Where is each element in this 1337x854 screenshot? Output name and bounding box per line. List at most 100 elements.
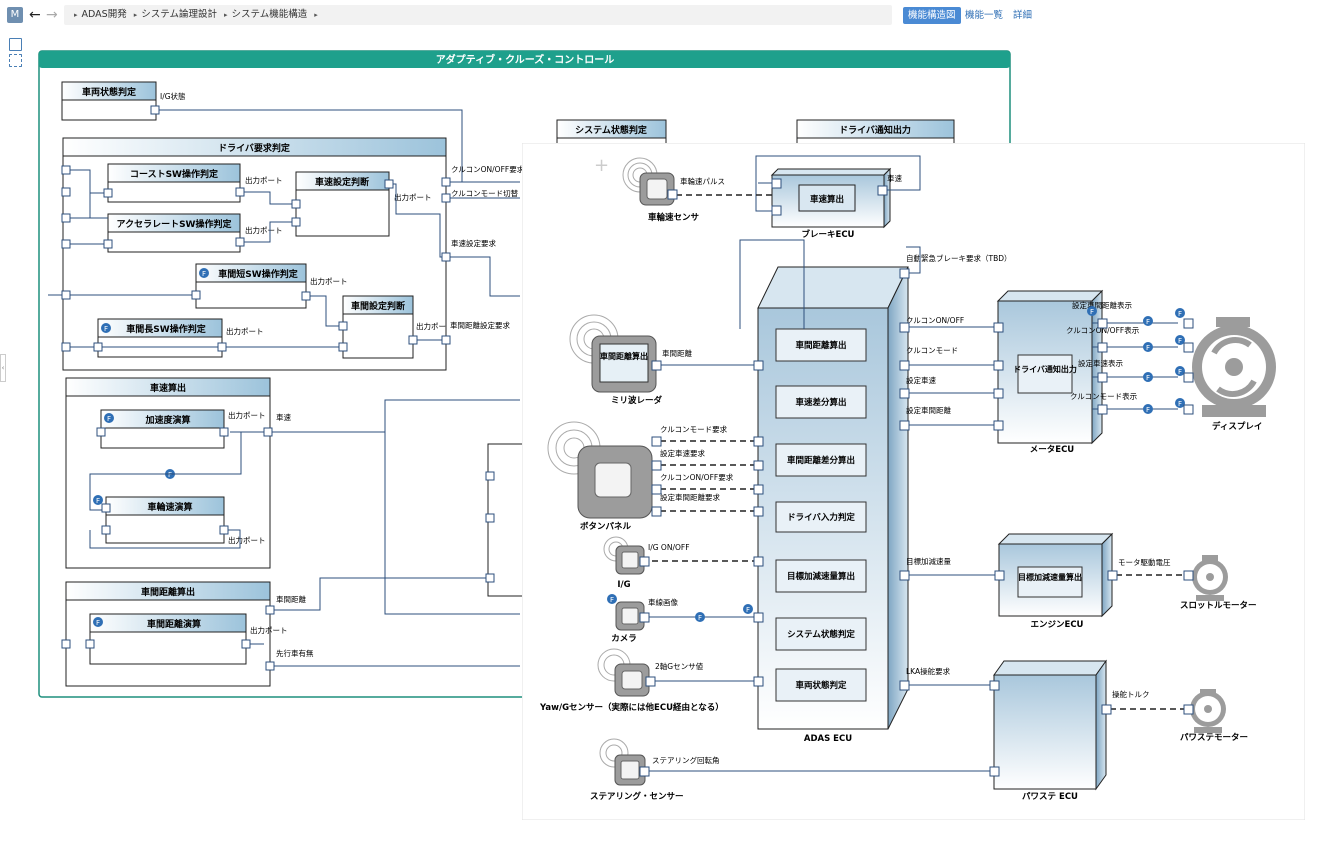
ecu-architecture-diagram: + 車輪速センサ 車輪速パルス 車速算出 ブレーキECU 車速 車間距離算出 ミ… bbox=[522, 143, 1305, 820]
block-system-state[interactable]: システム状態判定 bbox=[575, 124, 648, 136]
label-cruise-onoff-req: クルコンON/OFF要求 bbox=[660, 472, 734, 482]
tab-function-structure[interactable]: 機能構造図 bbox=[903, 7, 961, 24]
function-target-accel[interactable]: 目標加減速量算出 bbox=[1018, 572, 1082, 582]
breadcrumb-item[interactable]: ADAS開発 bbox=[81, 9, 127, 20]
breadcrumb-item[interactable]: システム機能構造 bbox=[231, 9, 308, 20]
label-wheel-pulse: 車輪速パルス bbox=[680, 176, 725, 186]
diagram-view-icon[interactable] bbox=[9, 38, 22, 51]
label-cruise-mode-req: クルコンモード要求 bbox=[660, 424, 728, 434]
function-gap-calc[interactable]: 車間距離算出 bbox=[600, 351, 648, 361]
breadcrumb-chevron-icon: ▸ bbox=[133, 11, 138, 19]
block-gap-dist-calc[interactable]: 車間距離算出 bbox=[141, 586, 195, 598]
component-ps-motor[interactable]: パワステモーター bbox=[1180, 732, 1248, 743]
block-gap-long-sw[interactable]: 車間長SW操作判定 bbox=[126, 323, 206, 335]
component-adas-ecu[interactable]: ADAS ECU bbox=[804, 734, 852, 744]
label-out-port: 出力ポート bbox=[394, 192, 432, 202]
f-badge-icon: F bbox=[610, 596, 614, 604]
breadcrumb-chevron-icon: ▸ bbox=[74, 11, 78, 19]
f-badge-icon: F bbox=[698, 614, 702, 622]
adas-function-item[interactable]: 車両状態判定 bbox=[795, 680, 847, 691]
label-target-accel: 目標加減速量 bbox=[906, 556, 951, 566]
component-icon[interactable] bbox=[9, 54, 22, 67]
label-out-port: 出力ポート bbox=[228, 535, 266, 545]
label-ig-state: I/G状態 bbox=[160, 91, 186, 101]
label-out-port: 出力ポート bbox=[226, 326, 264, 336]
tab-detail[interactable]: 詳細 bbox=[1013, 10, 1033, 21]
label-out-port: 出力ポート bbox=[250, 625, 288, 635]
adas-function-item[interactable]: 車間距離差分算出 bbox=[787, 455, 855, 466]
adas-function-item[interactable]: システム状態判定 bbox=[787, 629, 855, 640]
label-set-speed-disp: 設定車速表示 bbox=[1078, 358, 1123, 368]
tab-function-list[interactable]: 機能一覧 bbox=[965, 10, 1004, 21]
label-two-axis-g: 2軸Gセンサ値 bbox=[655, 661, 704, 671]
block-gap-dist-op[interactable]: 車間距離演算 bbox=[147, 618, 201, 630]
block-driver-request[interactable]: ドライバ要求判定 bbox=[218, 142, 291, 154]
label-cruise-mode-switch: クルコンモード切替 bbox=[451, 188, 519, 198]
block-gap-short-sw[interactable]: 車間短SW操作判定 bbox=[218, 268, 298, 280]
label-set-gap: 設定車間距離 bbox=[906, 405, 951, 415]
component-ig[interactable]: I/G bbox=[617, 580, 630, 590]
f-badge-icon: F bbox=[1146, 344, 1150, 352]
component-brake-ecu[interactable]: ブレーキECU bbox=[802, 229, 855, 240]
component-wheel-sensor[interactable]: 車輪速センサ bbox=[648, 212, 700, 223]
label-gap-distance: 車間距離 bbox=[276, 594, 306, 604]
label-speed-set-req: 車速設定要求 bbox=[451, 238, 496, 248]
block-gap-set[interactable]: 車間設定判断 bbox=[351, 300, 405, 312]
app-menu-button[interactable]: M bbox=[7, 7, 23, 23]
block-accel-sw[interactable]: アクセラレートSW操作判定 bbox=[117, 218, 233, 230]
motor-icon bbox=[1192, 555, 1228, 601]
f-badge-icon: F bbox=[1090, 308, 1094, 316]
block-speed-calc[interactable]: 車速算出 bbox=[150, 382, 186, 394]
f-badge-icon: F bbox=[1146, 374, 1150, 382]
f-badge-icon: F bbox=[202, 270, 206, 278]
block-vehicle-state[interactable]: 車両状態判定 bbox=[82, 86, 137, 98]
block-accel-calc[interactable]: 加速度演算 bbox=[144, 414, 190, 426]
component-ps-ecu[interactable]: パワステ ECU bbox=[1022, 791, 1078, 802]
label-out-port: 出力ポー bbox=[416, 321, 446, 331]
breadcrumb-item[interactable]: システム論理設計 bbox=[141, 9, 217, 20]
panel-collapse-handle[interactable]: ‹ bbox=[0, 354, 6, 382]
f-badge-icon: F bbox=[1146, 318, 1150, 326]
forward-arrow-icon[interactable]: → bbox=[46, 7, 58, 23]
f-badge-icon: F bbox=[1146, 406, 1150, 414]
component-steering-sensor[interactable]: ステアリング・センサー bbox=[590, 791, 684, 802]
label-speed: 車速 bbox=[276, 412, 291, 422]
label-cruise-onoff: クルコンON/OFF bbox=[906, 316, 964, 325]
adas-function-item[interactable]: 目標加減速量算出 bbox=[787, 571, 855, 582]
add-icon[interactable]: + bbox=[594, 155, 609, 176]
function-driver-notify[interactable]: ドライバ通知出力 bbox=[1013, 364, 1077, 374]
label-cruise-mode-disp: クルコンモード表示 bbox=[1070, 391, 1138, 401]
label-set-speed: 設定車速 bbox=[906, 375, 936, 385]
block-driver-notify[interactable]: ドライバ通知出力 bbox=[839, 124, 911, 136]
f-badge-icon: F bbox=[1178, 337, 1182, 345]
label-gap-set-req: 車間距離設定要求 bbox=[450, 320, 510, 330]
label-speed: 車速 bbox=[887, 173, 902, 183]
function-speed-calc[interactable]: 車速算出 bbox=[810, 194, 844, 205]
label-motor-voltage: モータ駆動電圧 bbox=[1118, 558, 1171, 567]
back-arrow-icon[interactable]: ← bbox=[29, 7, 41, 23]
label-set-speed-req: 設定車速要求 bbox=[660, 448, 705, 458]
adas-function-item[interactable]: ドライバ入力判定 bbox=[787, 512, 855, 523]
f-badge-icon: F bbox=[96, 497, 100, 505]
component-yaw-sensor[interactable]: Yaw/Gセンサー（実際には他ECU経由となる） bbox=[539, 702, 724, 713]
component-button-panel[interactable]: ボタンパネル bbox=[580, 521, 632, 532]
adas-function-item[interactable]: 車速差分算出 bbox=[795, 397, 846, 408]
component-meter-ecu[interactable]: メータECU bbox=[1030, 444, 1075, 455]
label-set-gap-disp: 設定車間距離表示 bbox=[1072, 300, 1132, 310]
left-toolbar bbox=[0, 30, 30, 854]
acc-frame-title: アダプティブ・クルーズ・コントロール bbox=[436, 53, 615, 66]
label-lane-image: 車線画像 bbox=[648, 597, 678, 607]
block-coast-sw[interactable]: コーストSW操作判定 bbox=[130, 168, 219, 180]
block-wheel-speed-calc[interactable]: 車輪速演算 bbox=[147, 501, 192, 513]
adas-function-item[interactable]: 車間距離算出 bbox=[795, 340, 846, 351]
f-badge-icon: F bbox=[96, 619, 100, 627]
component-throttle-motor[interactable]: スロットルモーター bbox=[1180, 600, 1257, 611]
breadcrumb: ▸ADAS開発 ▸システム論理設計 ▸システム機能構造 ▸ bbox=[64, 5, 892, 25]
component-camera[interactable]: カメラ bbox=[611, 634, 637, 644]
f-badge-icon: F bbox=[107, 415, 111, 423]
block-speed-set[interactable]: 車速設定判断 bbox=[315, 176, 369, 188]
component-display[interactable]: ディスプレイ bbox=[1212, 421, 1262, 432]
component-mm-radar[interactable]: ミリ波レーダ bbox=[611, 395, 663, 406]
label-auto-brake-req: 自動緊急ブレーキ要求（TBD） bbox=[906, 253, 1012, 263]
component-engine-ecu[interactable]: エンジンECU bbox=[1031, 620, 1084, 630]
